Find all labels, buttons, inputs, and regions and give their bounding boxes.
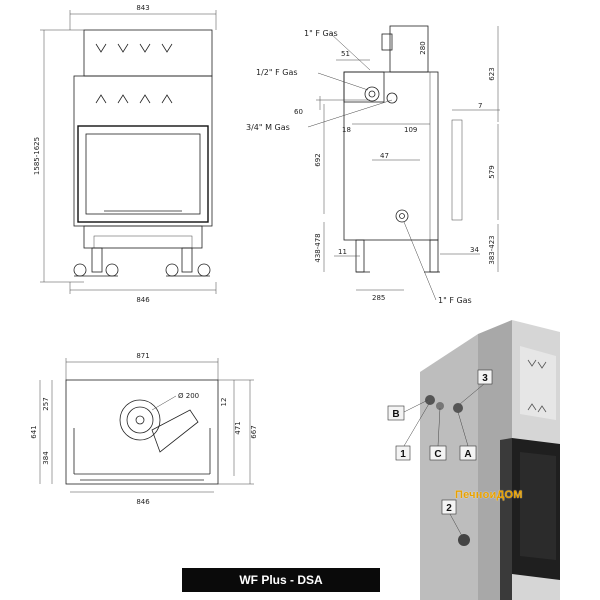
top-width-846: 846 <box>136 498 150 506</box>
callout-1: 1 <box>400 449 406 460</box>
dim-692: 692 <box>314 153 322 166</box>
dim-18: 18 <box>342 126 351 134</box>
dim-438-478: 438-478 <box>314 233 322 262</box>
top-view: 871 Ø 200 257 641 384 12 471 667 846 <box>30 352 258 506</box>
dim-641: 641 <box>30 425 38 438</box>
dim-623: 623 <box>488 67 496 80</box>
callout-3: 3 <box>482 373 488 384</box>
flue-diameter: Ø 200 <box>178 392 199 400</box>
watermark: ПечноиДОМ <box>455 489 523 501</box>
vent-chevrons-bottom <box>95 94 173 104</box>
callout-A: A <box>464 449 471 460</box>
dim-34: 34 <box>470 246 479 254</box>
photo-callouts: B 1 C A 3 2 <box>387 369 493 537</box>
callout-C: C <box>434 449 441 460</box>
gas-label-half: 1/2" F Gas <box>256 68 298 77</box>
gas-label-bottom: 1" F Gas <box>438 296 472 305</box>
dim-667: 667 <box>250 425 258 438</box>
product-photo <box>420 320 560 600</box>
dim-471: 471 <box>234 421 242 434</box>
front-bottom-width: 846 <box>136 296 150 304</box>
dim-280: 280 <box>419 41 427 54</box>
dim-7: 7 <box>478 102 482 110</box>
dim-51: 51 <box>341 50 350 58</box>
callout-2: 2 <box>446 503 452 514</box>
dim-384: 384 <box>42 451 50 465</box>
dim-12: 12 <box>220 398 228 407</box>
vent-chevrons-top <box>95 43 173 53</box>
dim-109: 109 <box>404 126 417 134</box>
dim-579: 579 <box>488 165 496 178</box>
dim-11: 11 <box>338 248 347 256</box>
dim-47: 47 <box>380 152 389 160</box>
callout-B: B <box>392 409 399 420</box>
dim-285: 285 <box>372 294 385 302</box>
caption-banner: WF Plus - DSA <box>182 568 380 592</box>
dim-257: 257 <box>42 397 50 410</box>
front-top-width: 843 <box>136 4 149 12</box>
front-height: 1585-1625 <box>33 137 41 175</box>
dim-60: 60 <box>294 108 303 116</box>
dim-383-423: 383-423 <box>488 235 496 264</box>
gas-label-top: 1" F Gas <box>304 29 338 38</box>
front-feet <box>73 247 211 277</box>
side-view: 1" F Gas 51 1/2" F Gas 60 3/4" M Gas 18 … <box>246 25 500 305</box>
front-view: 843 <box>33 4 217 304</box>
gas-label-three-quarter: 3/4" M Gas <box>246 123 290 132</box>
top-width-871: 871 <box>136 352 149 360</box>
